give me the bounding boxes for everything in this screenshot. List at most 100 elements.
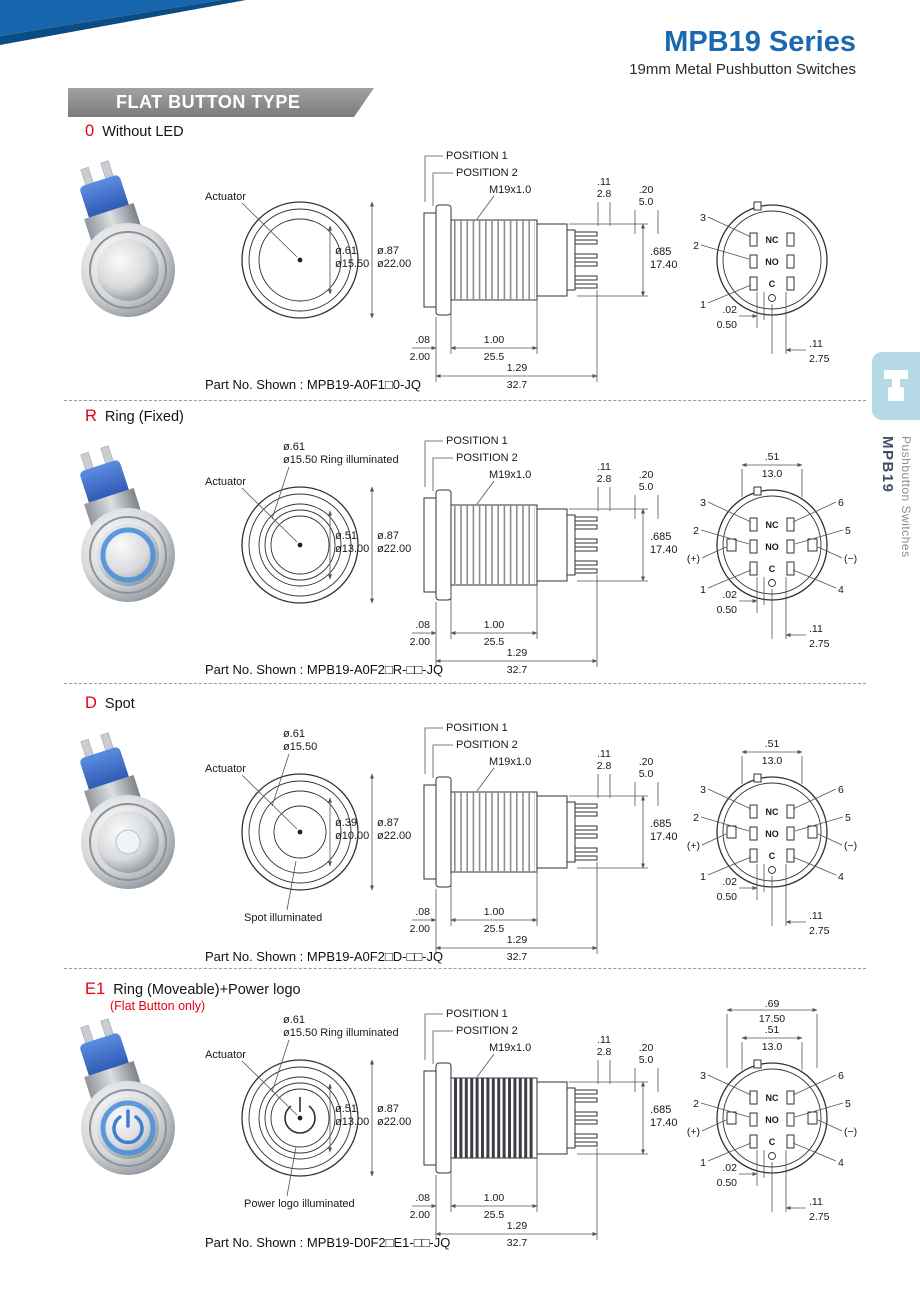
terminals	[574, 231, 598, 289]
svg-text:5.0: 5.0	[639, 196, 654, 208]
svg-text:.51: .51	[765, 451, 780, 463]
flat-button-type-banner: FLAT BUTTON TYPE	[68, 88, 374, 117]
dim-0-50: .02	[722, 304, 737, 316]
plus-terminal-label: (+)	[687, 1126, 700, 1138]
technical-drawing: Actuator ø.61 ø15.50 ø.39 ø10.00 ø.87 ø2…	[80, 722, 857, 963]
svg-text:ø15.50 Ring illuminated: ø15.50 Ring illuminated	[283, 1027, 399, 1039]
svg-text:0.50: 0.50	[717, 891, 738, 903]
section-code: 0	[85, 122, 95, 140]
outer-diameter-label: ø.87	[377, 245, 399, 257]
svg-text:2.00: 2.00	[410, 923, 431, 935]
dim-32-7: 1.29	[507, 934, 528, 946]
actuator-label: Actuator	[205, 191, 246, 203]
pin-3-label: 3	[700, 497, 706, 509]
inner-diameter-label: ø.61	[335, 245, 357, 257]
svg-text:2.75: 2.75	[809, 1211, 830, 1223]
part-number-caption: Part No. Shown : MPB19-A0F1□0-JQ	[205, 377, 421, 392]
contact-no-label: NO	[765, 1115, 779, 1125]
svg-text:2.8: 2.8	[597, 188, 612, 200]
contact-c-label: C	[769, 279, 776, 289]
part-number-caption: Part No. Shown : MPB19-A0F2□R-□□-JQ	[205, 662, 444, 677]
svg-text:25.5: 25.5	[484, 1209, 505, 1221]
dim-25-5: 1.00	[484, 1192, 505, 1204]
part-number-caption: Part No. Shown : MPB19-D0F2□E1-□□-JQ	[205, 1235, 451, 1250]
svg-text:32.7: 32.7	[507, 379, 528, 391]
pin-5-label: 5	[845, 812, 851, 824]
svg-text:ø13.00: ø13.00	[335, 543, 369, 555]
terminals	[574, 1089, 598, 1147]
svg-text:2.75: 2.75	[809, 638, 830, 650]
svg-text:ø22.00: ø22.00	[377, 543, 411, 555]
pin-5-label: 5	[845, 525, 851, 537]
dim-5-0: .20	[639, 1042, 654, 1054]
rear-dim-13-0: .51 13.0	[741, 451, 803, 497]
svg-text:ø10.00: ø10.00	[335, 830, 369, 842]
pin-4-label: 4	[838, 871, 844, 883]
minus-terminal-label: (−)	[844, 1126, 857, 1138]
thread-spec-label: M19x1.0	[489, 184, 531, 196]
svg-text:13.0: 13.0	[762, 468, 783, 480]
pin-2-label: 2	[693, 812, 699, 824]
outer-diameter-label: ø.87	[377, 530, 399, 542]
pin-2-label: 2	[693, 525, 699, 537]
svg-text:.51: .51	[765, 738, 780, 750]
contact-no-label: NO	[765, 829, 779, 839]
svg-text:2.00: 2.00	[410, 1209, 431, 1221]
side-view-drawing: POSITION 1 POSITION 2 M19x1.0 .11 2.8 .2…	[410, 722, 678, 963]
section-title: Without LED	[102, 124, 184, 140]
dim-5-0: .20	[639, 469, 654, 481]
svg-text:ø.61: ø.61	[283, 728, 305, 740]
position2-label: POSITION 2	[456, 1025, 518, 1037]
svg-text:13.0: 13.0	[762, 1041, 783, 1053]
dim-25-5: 1.00	[484, 906, 505, 918]
part-number-caption: Part No. Shown : MPB19-A0F2□D-□□-JQ	[205, 949, 444, 964]
side-tab-category: Pushbutton Switches	[899, 436, 913, 558]
contact-c-label: C	[769, 1137, 776, 1147]
svg-text:25.5: 25.5	[484, 636, 505, 648]
plus-terminal-label: (+)	[687, 553, 700, 565]
rear-view-drawing: NC NO C (+) (−) 3 2 1 6 5 4	[687, 451, 857, 650]
position1-label: POSITION 1	[446, 435, 508, 447]
svg-text:0.50: 0.50	[717, 319, 738, 331]
section-divider	[64, 400, 866, 401]
dim-2-8: .11	[597, 1034, 611, 1046]
rear-dim-13-0: .51 13.0	[741, 1024, 803, 1070]
svg-text:17.40: 17.40	[650, 831, 678, 843]
svg-text:ø.61: ø.61	[283, 1014, 305, 1026]
ring-dimension-label: ø.61 ø15.50 Ring illuminated	[271, 441, 399, 520]
banner-label: FLAT BUTTON TYPE	[116, 92, 301, 112]
dim-0-50: .02	[722, 876, 737, 888]
pin-3-label: 3	[700, 1070, 706, 1082]
dim-25-5: 1.00	[484, 334, 505, 346]
pin-6-label: 6	[838, 784, 844, 796]
svg-text:0.50: 0.50	[717, 604, 738, 616]
dim-0-50: .02	[722, 1162, 737, 1174]
section-subtitle: (Flat Button only)	[110, 999, 206, 1013]
illuminated-spot	[273, 805, 327, 859]
technical-drawing: Actuator ø.61 ø15.50 Ring illuminated ø.…	[80, 435, 857, 676]
front-view-drawing: Actuator ø.61 ø15.50 ø.87 ø22.00	[205, 191, 411, 319]
svg-text:17.40: 17.40	[650, 1117, 678, 1129]
pin-4-label: 4	[838, 1157, 844, 1169]
dim-5-0: .20	[639, 756, 654, 768]
position2-label: POSITION 2	[456, 739, 518, 751]
product-photo	[80, 160, 175, 317]
dim-2-00: .08	[415, 1192, 430, 1204]
contact-no-label: NO	[765, 257, 779, 267]
position1-label: POSITION 1	[446, 1008, 508, 1020]
minus-terminal-label: (−)	[844, 840, 857, 852]
svg-text:2.75: 2.75	[809, 925, 830, 937]
ring-dimension-label: ø.61 ø15.50 Ring illuminated	[271, 1014, 399, 1093]
minus-terminal-label: (−)	[844, 553, 857, 565]
contact-nc-label: NC	[766, 235, 779, 245]
svg-text:.51: .51	[765, 1024, 780, 1036]
dim-32-7: 1.29	[507, 362, 528, 374]
pin-6-label: 6	[838, 497, 844, 509]
section-title: Ring (Fixed)	[104, 409, 184, 425]
page-title: MPB19 Series	[664, 26, 856, 58]
section-title: Ring (Moveable)+Power logo	[113, 982, 301, 998]
svg-text:ø22.00: ø22.00	[377, 830, 411, 842]
power-logo	[284, 1097, 316, 1134]
inner-diameter-label: ø.39	[335, 817, 357, 829]
illumination-label: Power logo illuminated	[244, 1146, 355, 1210]
